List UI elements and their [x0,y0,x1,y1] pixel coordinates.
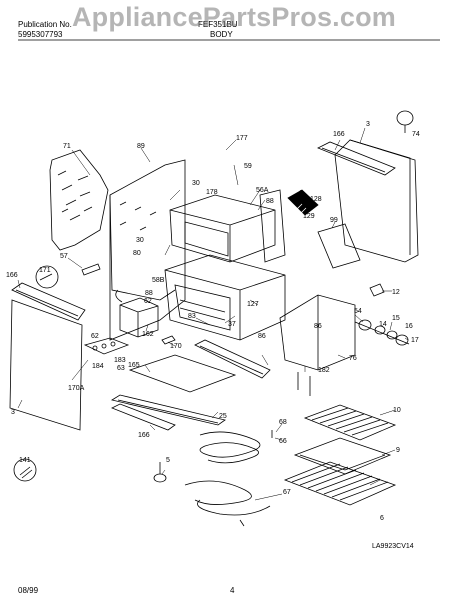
callout-label: 86 [314,323,322,330]
callout-label: 86 [258,333,266,340]
right-side-panel [334,139,419,263]
callout-label: 183 [114,357,126,364]
callout-label: 3 [11,409,15,416]
callout-label: 166 [6,272,18,279]
callout-label: 37 [228,321,236,328]
callout-label: 54 [354,308,362,315]
callout-label: 88 [266,198,274,205]
callout-label: 171 [39,267,51,274]
clip-170 [161,335,176,345]
callout-label: 14 [379,321,387,328]
detail-circle-171 [35,265,59,289]
callout-label: 9 [396,447,400,454]
callout-leaders [17,127,409,501]
callout-labels: 177 89 71 59 30 178 56A 88 166 3 74 128 … [6,121,420,550]
bottom-trim-166 [194,339,271,379]
publication-number: 5995307793 [18,30,63,39]
callout-label: 66 [279,438,287,445]
top-trim-166 [317,141,396,176]
callout-label: 30 [192,180,200,187]
callout-label: 71 [63,143,71,150]
callout-label: 165 [128,362,140,369]
publication-label: Publication No. [18,20,72,29]
rear-insulation-panel [49,149,109,251]
part-99-panel [317,223,361,269]
left-side-panel [9,299,83,431]
callout-label: 80 [133,250,141,257]
upper-oven-cavity [169,194,276,263]
left-trim-166 [11,282,86,321]
callout-label: 12 [392,289,400,296]
callout-label: 67 [283,489,291,496]
callout-label: 127 [247,301,259,308]
callout-label: 166 [333,131,345,138]
valve-assembly [354,319,410,346]
callout-label: 10 [393,407,401,414]
callout-label: 166 [138,432,150,439]
lower-right-panel [279,294,356,396]
page-number: 4 [230,586,235,595]
callout-label: 3 [366,121,370,128]
callout-label: 89 [137,143,145,150]
callout-label: 178 [206,189,218,196]
callout-label: 170A [68,385,85,392]
broil-pan-grid-10 [303,404,397,441]
broil-pan-9 [293,437,392,475]
model-number: FEF351BU [198,20,238,29]
oven-rack-6 [283,461,397,506]
bracket-57 [81,263,101,276]
callout-label: 141 [19,457,31,464]
callout-label: 25 [219,413,227,420]
callout-label: 88 [145,290,153,297]
bracket-12 [369,283,385,297]
bake-element-67 [184,431,271,527]
callout-label: 182 [318,367,330,374]
callout-label: 58B [152,277,165,284]
callout-label: 5 [166,457,170,464]
callout-label: 6 [380,515,384,522]
detail-circle-141 [13,458,37,482]
terminal-block-assembly [115,289,159,338]
callout-label: 56A [256,187,269,194]
callout-label: 83 [188,313,196,320]
diagram-code: LA9923CV14 [372,543,414,550]
callout-label: 62 [91,333,99,340]
callout-label: 30 [136,237,144,244]
callout-label: 63 [117,365,125,372]
oven-sensor-5 [153,462,167,483]
footer-date: 08/99 [18,586,39,595]
bottom-panel-165 [128,354,237,393]
part-74-knob [396,110,414,133]
callout-label: 68 [279,419,287,426]
surface-element-128 [287,189,319,216]
callout-label: 17 [411,337,419,344]
lower-oven-cavity [164,254,286,341]
callout-label: 184 [92,363,104,370]
callout-label: 74 [412,131,420,138]
callout-label: 170 [170,343,182,350]
callout-label: 59 [244,163,252,170]
callout-label: 162 [142,331,154,338]
callout-label: 16 [405,323,413,330]
callout-label: 15 [392,315,400,322]
section-title: BODY [210,30,233,39]
terminal-block-63 [83,337,130,355]
callout-label: 129 [303,213,315,220]
range-body-frame [109,159,186,341]
lower-rail-25 [110,394,226,426]
callout-label: 177 [236,135,248,142]
callout-label: 57 [60,253,68,260]
body-side-panel [259,189,286,263]
callout-label: 128 [310,196,322,203]
callout-label: 62 [144,298,152,305]
watermark: AppliancePartsPros.com [71,2,396,32]
callout-label: 76 [349,355,357,362]
callout-label: 99 [330,217,338,224]
lower-trim-166 [111,403,176,431]
